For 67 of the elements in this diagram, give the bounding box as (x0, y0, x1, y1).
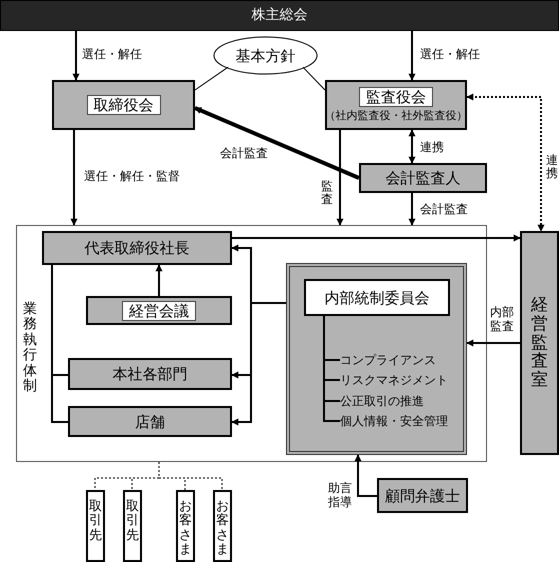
process-box (377, 478, 468, 513)
edge-label: 助言指導 (328, 482, 352, 510)
arrow (408, 193, 416, 226)
node-label: 会計監査人 (386, 169, 460, 187)
node-label: 取引先 (126, 500, 139, 543)
process-box (325, 80, 467, 130)
group-title: 業務執行体制 (23, 302, 37, 394)
node-label: 店舗 (135, 412, 165, 430)
node-label: 株主総会 (252, 7, 308, 24)
node-label: 取引先 (89, 500, 102, 543)
edge-label: 連携 (420, 141, 444, 155)
header-bar (0, 0, 559, 31)
edge-label: 選任・解任 (82, 48, 142, 62)
arrow (231, 302, 286, 426)
process-box (86, 296, 232, 325)
stakeholder-box (176, 490, 195, 562)
node-label: 本社各部門 (112, 365, 188, 383)
node-label: 基本方針 (236, 46, 296, 64)
connector-line (194, 66, 229, 90)
policy-ellipse (213, 36, 318, 75)
connector-line (51, 265, 68, 423)
node-subtitle: （社内監査役・社外監査役） (324, 109, 468, 123)
edge-label: 連携 (546, 154, 558, 180)
dashed-connector (466, 94, 544, 232)
edge-label: 会計監査 (220, 147, 268, 161)
edge-label: 内部監査 (490, 306, 514, 334)
arrow (70, 130, 78, 226)
arrow (156, 264, 162, 296)
arrow (408, 31, 416, 81)
node-label: 経営監査室 (531, 296, 548, 390)
title-label: 監査役会 (359, 87, 433, 108)
arrow (194, 106, 360, 180)
arrow (232, 234, 521, 242)
node-label: リスクマネジメント (340, 372, 448, 388)
edge-label: 選任・解任 (420, 48, 480, 62)
process-box (52, 80, 195, 130)
process-box (359, 163, 487, 193)
arrow (336, 130, 344, 226)
arrow (354, 454, 377, 497)
node-label: 顧問弁護士 (385, 486, 460, 504)
process-box (520, 231, 559, 455)
process-box (304, 279, 450, 316)
title-label: 取締役会 (86, 95, 160, 115)
process-box (42, 231, 232, 265)
arrow (72, 31, 80, 81)
edge-label: 監査 (321, 180, 333, 206)
connector-line (302, 66, 326, 90)
stakeholder-box (213, 490, 232, 562)
node-label: コンプライアンス (340, 352, 436, 368)
edge-label: 選任・解任・監督 (84, 170, 180, 184)
arrow (408, 129, 416, 164)
node-label: 代表取締役社長 (84, 239, 190, 257)
node-label: お客さま (179, 500, 192, 558)
node-label: 内部統制委員会 (324, 288, 430, 306)
stakeholder-box (86, 490, 105, 562)
edge-label: 会計監査 (420, 203, 468, 217)
group-frame (16, 225, 487, 462)
stakeholder-box (123, 490, 142, 562)
committee-panel (286, 263, 467, 455)
node-label: 公正取引の推進 (340, 394, 424, 408)
title-label: 経営会議 (122, 300, 196, 320)
dashed-connector (158, 462, 222, 490)
arrow (466, 340, 520, 346)
process-box (68, 406, 232, 437)
node-label: 個人情報・安全管理 (340, 414, 448, 428)
node-label: お客さま (216, 500, 229, 558)
process-box (68, 358, 232, 390)
